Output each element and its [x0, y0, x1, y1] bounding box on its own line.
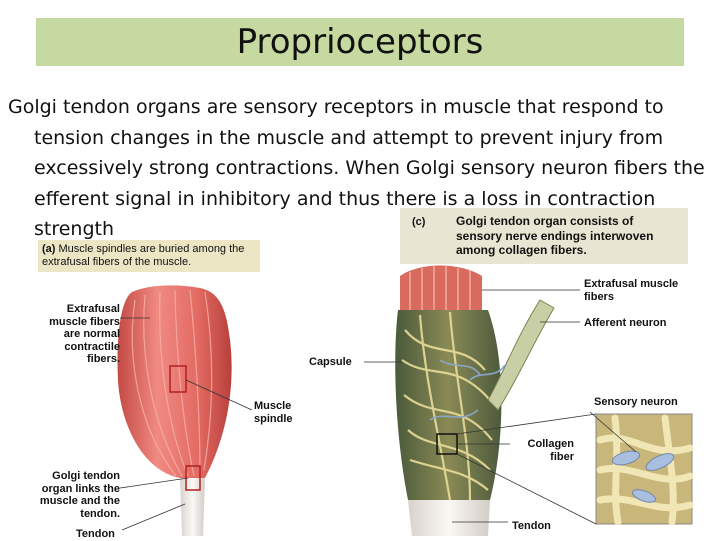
label-tendon-a: Tendon	[76, 528, 115, 540]
slide-title: Proprioceptors	[236, 22, 484, 62]
title-bar: Proprioceptors	[36, 18, 684, 66]
figure-c-tag: (c)	[412, 216, 426, 228]
collagen-inset	[595, 413, 694, 526]
label-capsule: Capsule	[309, 356, 352, 368]
label-afferent-neuron: Afferent neuron	[584, 317, 667, 329]
figure-c-organ	[395, 265, 555, 536]
label-sensory-neuron: Sensory neuron	[594, 396, 678, 408]
body-paragraph: Golgi tendon organs are sensory receptor…	[8, 96, 705, 240]
figure-c-caption-text: Golgi tendon organ consists of sensory n…	[456, 214, 682, 258]
label-extrafusal-a: Extrafusal muscle fibers are normal cont…	[49, 303, 120, 365]
figure-c-caption: (c) Golgi tendon organ consists of senso…	[400, 208, 688, 264]
label-extrafusal-c: Extrafusal muscle fibers	[584, 278, 679, 303]
label-tendon-c: Tendon	[512, 520, 551, 532]
figure-c-caption-rest: consists of sensory nerve endings interw…	[456, 214, 654, 257]
figure-a-tag: (a)	[42, 243, 56, 255]
label-collagen-fiber: Collagen fiber	[527, 438, 574, 463]
figure-c-caption-bold: Golgi tendon organ	[456, 214, 567, 228]
spindle-marker	[169, 365, 187, 393]
label-muscle-spindle: Muscle spindle	[254, 400, 293, 425]
label-golgi-a: Golgi tendon organ links the muscle and …	[39, 470, 120, 520]
figure-a-caption: (a) Muscle spindles are buried among the…	[38, 240, 260, 272]
figure-a-caption-text: Muscle spindles are buried among the ext…	[42, 243, 245, 268]
figure-a-muscle	[117, 285, 232, 536]
